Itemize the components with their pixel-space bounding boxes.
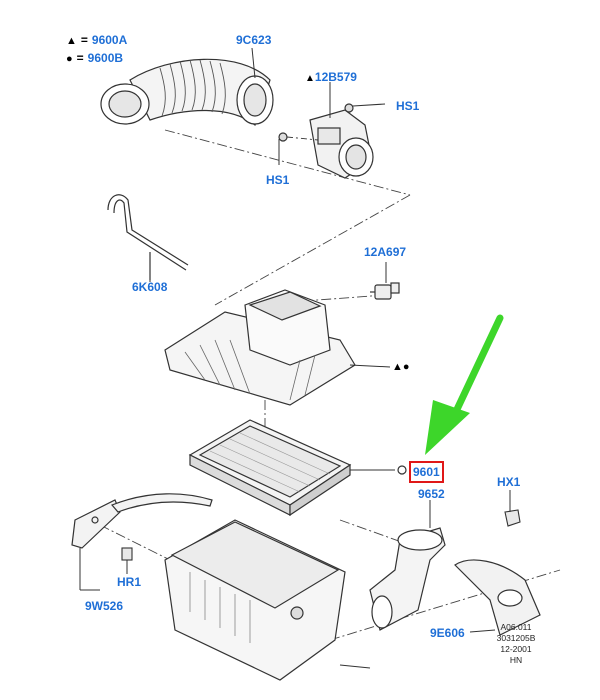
label-hr1[interactable]: HR1	[117, 575, 142, 589]
legend-code-9600b[interactable]: 9600B	[87, 51, 124, 65]
bracket-drawing	[71, 493, 213, 590]
hx1-clip-drawing	[504, 490, 521, 527]
hr1-fastener-drawing	[121, 547, 133, 574]
intake-hose-drawing	[100, 58, 274, 127]
stamp-line-2: 3031205B	[496, 633, 536, 643]
circle-icon: ●	[66, 53, 73, 65]
legend-circle-row: ●=9600B	[66, 51, 124, 65]
lower-housing-drawing	[164, 519, 371, 681]
maf-sensor-drawing	[278, 103, 386, 179]
legend-triangle-row: ▲=9600A	[66, 33, 128, 47]
label-12a697[interactable]: 12A697	[364, 245, 407, 259]
label-9652[interactable]: 9652	[418, 487, 445, 501]
label-hx1[interactable]: HX1	[497, 475, 521, 489]
upper-housing-drawing	[164, 289, 391, 406]
label-hs1-left[interactable]: HS1	[266, 173, 290, 187]
stamp-line-4: HN	[509, 655, 523, 665]
breather-hose-drawing	[107, 194, 189, 280]
legend-code-9600a[interactable]: 9600A	[91, 33, 128, 47]
label-hs1-right[interactable]: HS1	[396, 99, 420, 113]
highlight-box-9601: 9601	[409, 461, 444, 483]
resonator-duct-drawing	[369, 527, 446, 631]
label-12b579[interactable]: ▲12B579	[305, 70, 357, 84]
air-filter-drawing	[188, 419, 407, 517]
housing-symbol-callout: ▲●	[392, 361, 410, 373]
label-9w526[interactable]: 9W526	[85, 599, 124, 613]
label-9601[interactable]: 9601	[413, 465, 440, 479]
triangle-icon: ▲	[305, 73, 315, 84]
triangle-icon: ▲	[66, 35, 77, 47]
leader-lines	[80, 47, 431, 591]
drawing-stamp: A06.011 3031205B 12-2001 HN	[486, 622, 546, 666]
label-6k608[interactable]: 6K608	[132, 280, 168, 294]
label-9c623[interactable]: 9C623	[236, 33, 272, 47]
temp-sensor-drawing	[370, 262, 400, 300]
stamp-line-1: A06.011	[500, 622, 532, 632]
outlet-duct-drawing	[454, 559, 541, 636]
highlight-arrow	[425, 314, 504, 455]
label-9e606[interactable]: 9E606	[430, 626, 465, 640]
stamp-line-3: 12-2001	[500, 644, 532, 654]
